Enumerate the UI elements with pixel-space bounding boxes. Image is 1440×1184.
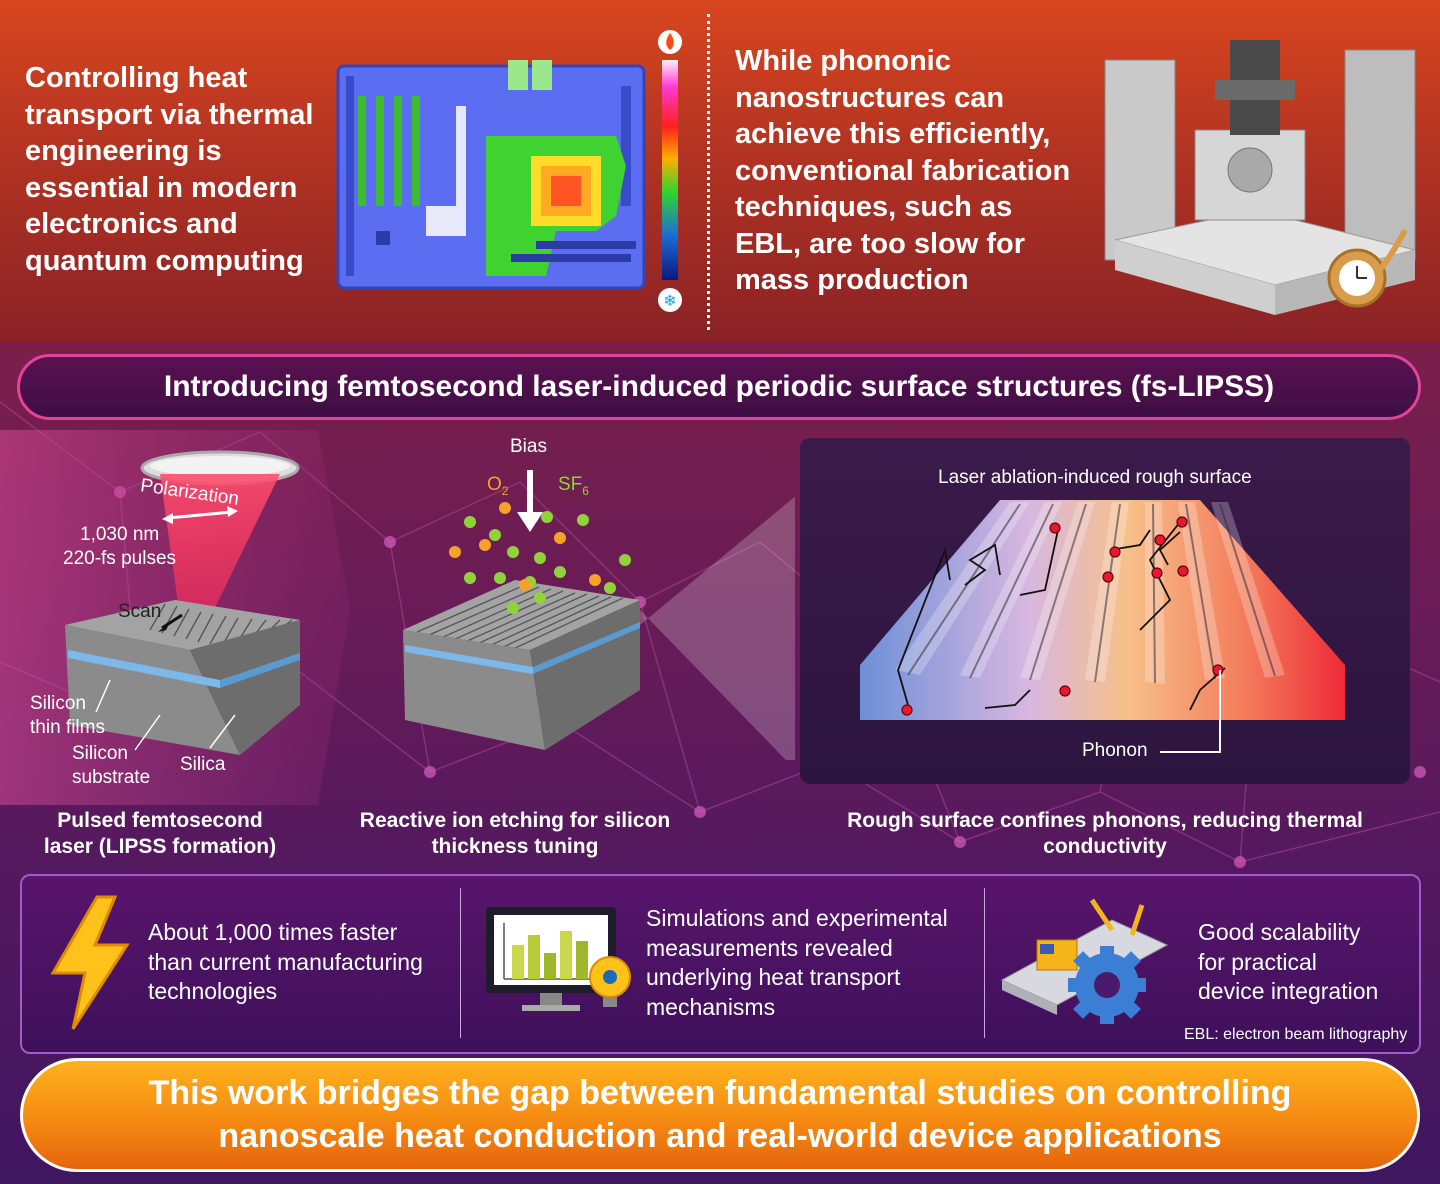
caption-etching: Reactive ion etching for silicon thickne… — [335, 808, 695, 860]
silicon-thin-label: Silicon — [30, 693, 86, 714]
silica-label: Silica — [180, 754, 226, 775]
silicon-sub-label: Silicon — [72, 743, 128, 764]
motherboard-illustration — [336, 60, 646, 290]
feature-scalability-line1: Good scalability — [1198, 919, 1361, 945]
ebl-footnote: EBL: electron beam lithography — [1184, 1026, 1408, 1043]
wavelength-label: 1,030 nm — [80, 524, 160, 545]
phonon-label: Phonon — [1082, 740, 1148, 761]
pulses-label: 220-fs pulses — [63, 548, 177, 569]
factory-gear-icon — [1000, 898, 1169, 1024]
substrate-label: substrate — [72, 767, 151, 788]
conclusion-banner: This work bridges the gap between fundam… — [20, 1058, 1420, 1172]
feature-speed-line2: than current manufacturing — [148, 948, 423, 975]
feature-separator-2 — [984, 888, 985, 1038]
sf6-text: SF — [558, 474, 583, 495]
caption-phonon: Rough surface confines phonons, reducing… — [800, 808, 1410, 860]
caption-etching-line2: thickness tuning — [431, 835, 599, 858]
laser-panel-illustration — [0, 430, 350, 805]
monitor-chart-icon — [486, 907, 631, 1011]
intro-right-text: While phononic nanostructures can achiev… — [735, 45, 1071, 296]
conclusion-line1: This work bridges the gap between fundam… — [148, 1074, 1292, 1112]
feature-simulation-line3: underlying heat transport — [646, 964, 901, 990]
caption-phonon-line1: Rough surface confines phonons, reducing… — [847, 809, 1363, 832]
o2-label: O2 — [487, 474, 508, 498]
phonon-pointer-line — [1160, 670, 1221, 753]
conclusion-text: This work bridges the gap between fundam… — [149, 1072, 1292, 1158]
phonon-grating-illustration — [860, 500, 1345, 720]
caption-laser-line2: laser (LIPSS formation) — [43, 835, 277, 858]
features-box — [20, 874, 1421, 1054]
rough-surface-label: Laser ablation-induced rough surface — [938, 467, 1252, 488]
feature-simulation-line4: mechanisms — [646, 993, 776, 1020]
feature-speed-line3: technologies — [148, 978, 278, 1004]
conclusion-line2: nanoscale heat conduction and real-world… — [218, 1117, 1222, 1155]
lightning-icon — [50, 895, 130, 1030]
feature-scalability-line3: device integration — [1198, 978, 1379, 1004]
top-divider — [707, 14, 710, 330]
caption-laser: Pulsed femtosecond laser (LIPSS formatio… — [20, 808, 300, 860]
feature-speed: About 1,000 times faster than current ma… — [148, 918, 423, 1007]
section-banner: Introducing femtosecond laser-induced pe… — [17, 354, 1421, 420]
scan-label: Scan — [118, 601, 162, 622]
feature-separator-1 — [460, 888, 461, 1038]
o2-sub: 2 — [501, 483, 509, 498]
thin-films-label: thin films — [30, 717, 105, 738]
intro-left-text: Controlling heat transport via thermal e… — [25, 62, 314, 277]
sf6-label: SF6 — [558, 474, 589, 498]
feature-simulation: Simulations and experimental measurement… — [646, 904, 948, 1022]
caption-laser-line1: Pulsed femtosecond — [57, 809, 263, 832]
banner-title: Introducing femtosecond laser-induced pe… — [163, 370, 1275, 403]
feature-scalability-line2: for practical — [1198, 948, 1317, 975]
feature-speed-line1: About 1,000 times faster — [148, 919, 398, 945]
etching-panel-illustration — [403, 470, 795, 760]
caption-etching-line1: Reactive ion etching for silicon — [359, 809, 671, 832]
ebl-machine-illustration — [1104, 40, 1416, 315]
svg-text:❄: ❄ — [663, 293, 676, 310]
feature-simulation-line2: measurements revealed — [646, 934, 893, 961]
thermal-scale: ❄ — [658, 30, 682, 312]
sf6-sub: 6 — [582, 483, 589, 498]
feature-scalability: Good scalability for practical device in… — [1198, 918, 1378, 1007]
o2-text: O — [487, 474, 502, 495]
feature-simulation-line1: Simulations and experimental — [646, 905, 948, 931]
caption-phonon-line2: conductivity — [1043, 835, 1167, 858]
bias-label: Bias — [510, 436, 547, 457]
